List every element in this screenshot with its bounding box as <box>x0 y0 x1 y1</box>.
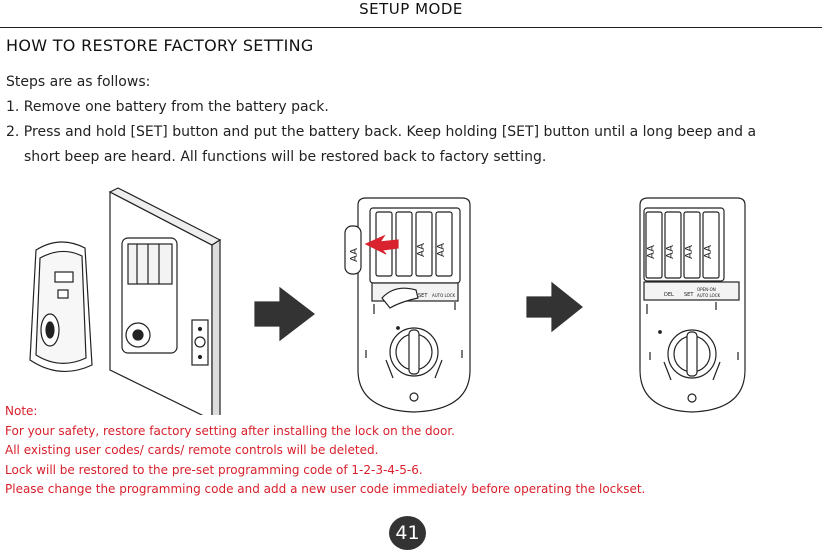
arrow-right-2 <box>526 281 583 333</box>
note-block: Note: For your safety, restore factory s… <box>5 402 645 500</box>
lock-full-batteries-illustration <box>639 197 746 413</box>
illustration: AA AA AA AA AA AA AA SET AUTO LOCK DEL S… <box>29 187 746 415</box>
page-number-badge: 41 <box>389 516 426 550</box>
section-title: HOW TO RESTORE FACTORY SETTING <box>6 36 314 55</box>
door-lock-illustration <box>29 187 222 415</box>
red-hand-indicator <box>364 234 399 255</box>
step-2-line-1: 2. Press and hold [SET] button and put t… <box>6 124 757 140</box>
battery-label-6: AA <box>703 245 714 259</box>
header-title: SETUP MODE <box>359 0 463 18</box>
panel-label-autolock-right: AUTO LOCK <box>697 293 721 298</box>
panel-label-onoff: OPEN-ON <box>697 287 716 292</box>
header-divider <box>0 27 822 28</box>
battery-label-loose: AA <box>349 248 360 262</box>
panel-label-del: DEL <box>664 292 674 298</box>
panel-label-set-right: SET <box>684 292 694 298</box>
battery-label-3: AA <box>646 245 657 259</box>
panel-label-autolock-middle: AUTO LOCK <box>432 293 456 298</box>
lock-battery-removed-illustration <box>344 197 471 413</box>
battery-label-1: AA <box>416 243 427 257</box>
panel-label-set-middle: SET <box>418 293 428 299</box>
battery-label-5: AA <box>684 245 695 259</box>
note-title: Note: <box>5 404 38 418</box>
step-1: 1. Remove one battery from the battery p… <box>6 99 329 115</box>
battery-label-4: AA <box>665 245 676 259</box>
step-2-line-2: short beep are heard. All functions will… <box>24 149 547 165</box>
note-line-2: All existing user codes/ cards/ remote c… <box>5 443 379 457</box>
note-line-3: Lock will be restored to the pre-set pro… <box>5 462 423 477</box>
arrow-right-1 <box>254 286 315 342</box>
battery-label-2: AA <box>436 243 447 257</box>
note-line-1: For your safety, restore factory setting… <box>5 423 455 438</box>
steps-block: Steps are as follows: 1. Remove one batt… <box>6 70 816 170</box>
note-line-4: Please change the programming code and a… <box>5 482 646 496</box>
steps-intro: Steps are as follows: <box>6 74 151 90</box>
